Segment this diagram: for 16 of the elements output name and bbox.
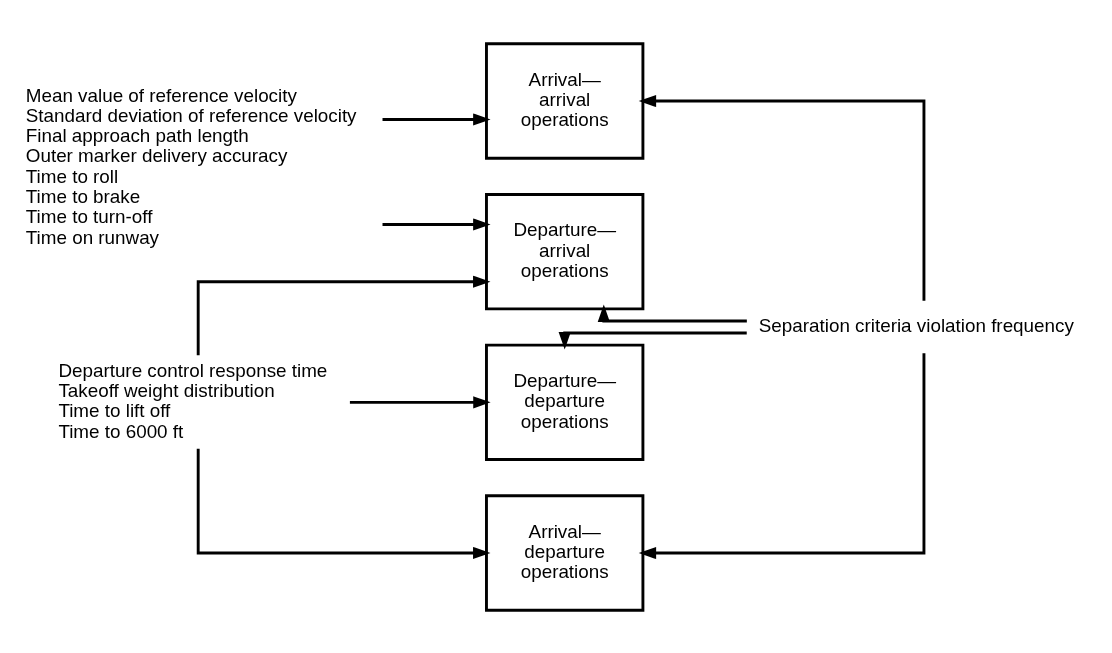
arrow [382, 112, 491, 126]
arrow [196, 448, 491, 559]
arrow [382, 217, 491, 231]
arrow [597, 304, 747, 322]
arrow [349, 395, 491, 408]
arrow [638, 94, 926, 301]
node-text: Separation criteria violation frequency [758, 314, 1074, 336]
arrow [638, 352, 926, 559]
node-box: Arrival— arrival operations [485, 41, 645, 160]
arrow [196, 275, 491, 355]
node-text: Mean value of reference velocity Standard deviation of reference velocity Final approach path length Outer marker delivery accuracy Time to roll Time to brake Time to turn-off Time on runway [25, 84, 357, 248]
node-box: Arrival— departure operations [485, 493, 645, 612]
node-text: Departure control response time Takeoff weight distribution Time to lift off Time to 6000 ft [58, 359, 328, 442]
node-box: Departure— departure operations [485, 343, 645, 461]
node-box: Departure— arrival operations [485, 192, 645, 310]
arrow [558, 331, 747, 349]
